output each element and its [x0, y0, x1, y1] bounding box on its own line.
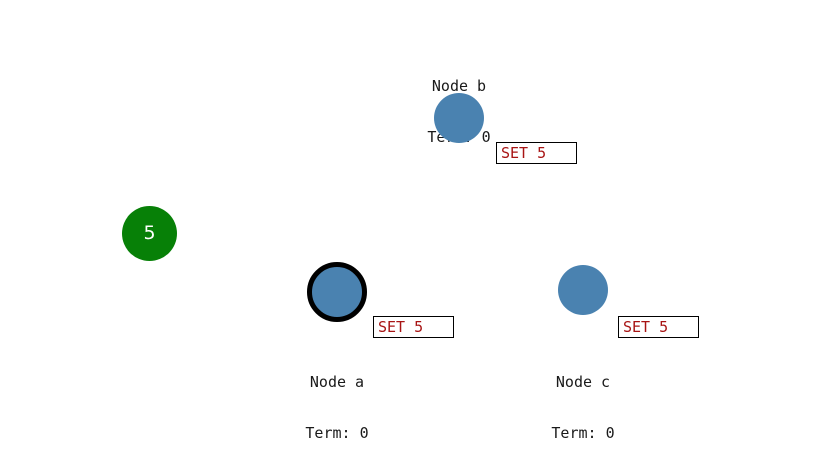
node-c-name: Node c	[555, 373, 611, 391]
simulation-canvas: Node b Term: 0 SET 5 SET 5 Node a Term: …	[122, 77, 699, 442]
node-c-term: Term: 0	[551, 424, 615, 442]
node-a-term: Term: 0	[305, 424, 369, 442]
node-b-circle[interactable]	[434, 93, 484, 143]
node-a-message-set[interactable]: SET 5	[373, 316, 454, 338]
node-a-label: Node a Term: 0	[277, 340, 397, 476]
node-a-circle-leader[interactable]	[307, 262, 367, 322]
node-a-name: Node a	[309, 373, 365, 391]
node-b-message-set[interactable]: SET 5	[496, 142, 577, 164]
node-c-label: Node c Term: 0	[523, 340, 643, 476]
node-c-message-set[interactable]: SET 5	[618, 316, 699, 338]
packet-in-flight[interactable]: 5	[122, 206, 177, 261]
node-c-circle[interactable]	[558, 265, 608, 315]
node-b-name: Node b	[431, 77, 487, 95]
packet-label: 5	[143, 222, 156, 244]
